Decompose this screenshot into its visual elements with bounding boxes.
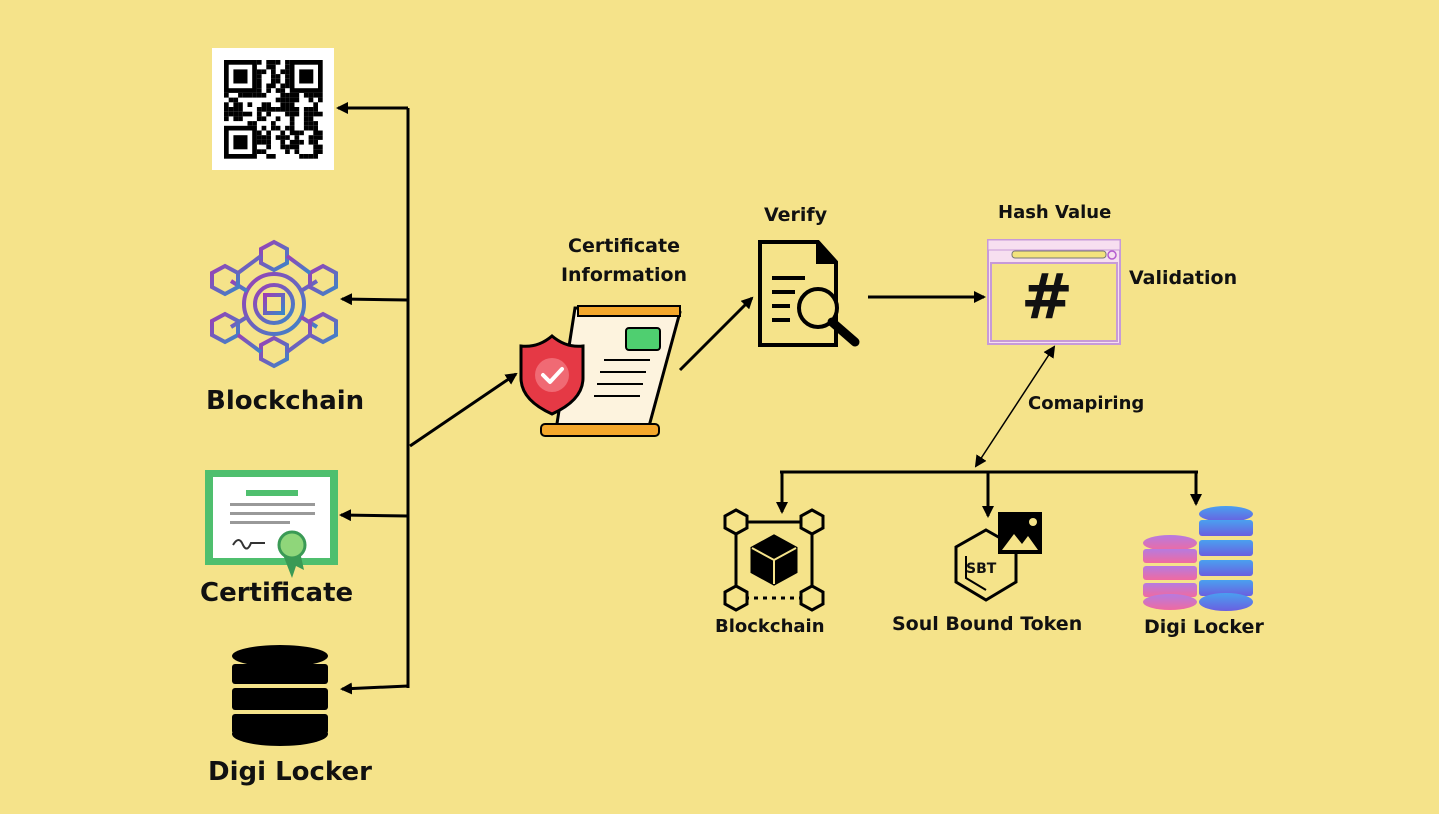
qr-code-icon (212, 48, 334, 170)
certificate-information-line1: Certificate (568, 235, 680, 257)
sbt-badge-text: SBT (966, 561, 997, 577)
bottom-connector (776, 470, 1202, 518)
left-certificate-label: Certificate (200, 578, 354, 608)
certificate-information-label: Certificate Information (560, 232, 688, 290)
certificate-icon (205, 470, 338, 578)
soul-bound-token-label: Soul Bound Token (892, 613, 1083, 635)
blockchain-network-icon (210, 239, 338, 369)
comparing-arrow (974, 345, 1056, 468)
hash-symbol: # (1021, 260, 1073, 333)
certificate-information-line2: Information (560, 264, 688, 286)
comparing-label: Comapiring (1028, 393, 1145, 414)
left-digilocker-label: Digi Locker (208, 757, 372, 787)
hash-window-icon (987, 239, 1121, 345)
blockchain-cubes-icon (723, 508, 825, 612)
bottom-blockchain-label: Blockchain (715, 616, 825, 637)
hash-value-label: Hash Value (998, 202, 1112, 223)
flow-arrows (678, 291, 986, 372)
left-connector (336, 102, 518, 695)
sbt-token-icon (954, 512, 1042, 602)
database-icon (232, 645, 328, 746)
verify-document-icon (758, 240, 860, 347)
bottom-digilocker-label: Digi Locker (1144, 616, 1264, 638)
validation-label: Validation (1129, 267, 1238, 289)
verify-label: Verify (764, 204, 828, 226)
left-blockchain-label: Blockchain (206, 386, 365, 416)
certificate-information-icon (519, 305, 682, 437)
digilocker-db-icon (1143, 506, 1253, 611)
